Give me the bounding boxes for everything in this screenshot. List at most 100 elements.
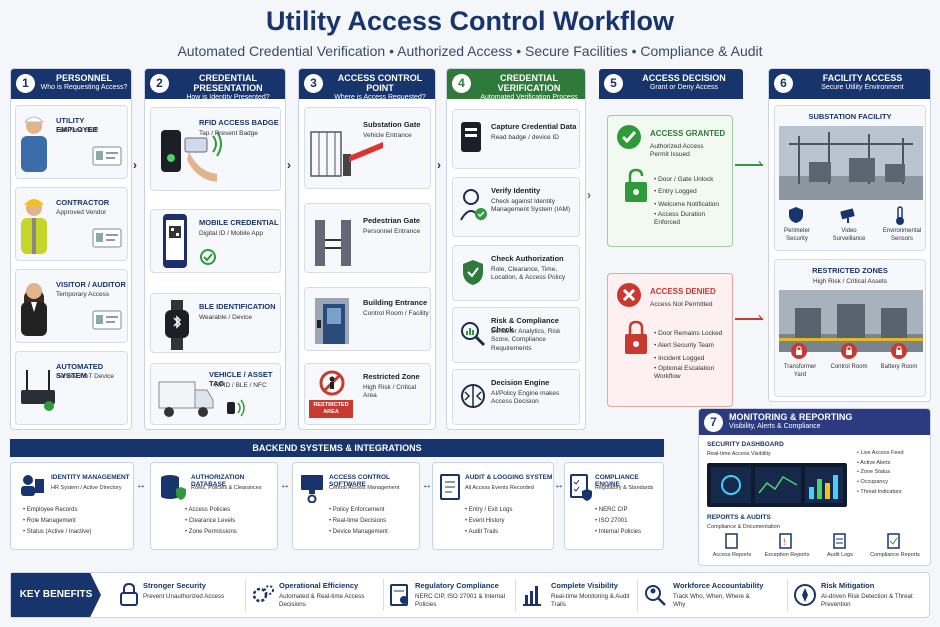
divider [383,579,384,611]
nfc-tag-icon [227,399,245,417]
step-number: 5 [604,74,623,93]
bidirectional-arrow-icon: ↔ [422,480,432,491]
verify-step-authorization: Check Authorization Role, Clearance, Tim… [452,245,580,301]
lock-icon [841,343,857,359]
backend-list: Policy Enforcement Real-time Decisions D… [329,505,388,537]
backend-subtitle: HR System / Active Directory [51,485,122,491]
backend-item: Internal Policies [595,527,641,538]
personnel-title: CONTRACTOR [56,198,110,207]
backend-item: Device Management [329,527,388,538]
flow-arrow-icon: › [133,158,137,172]
column-title: ACCESS CONTROL POINT [337,73,423,93]
restricted-title: RESTRICTED ZONES [812,266,888,275]
backend-title: IDENTITY MANAGEMENT [51,474,130,481]
lock-icon [791,343,807,359]
benefit-title: Workforce Accountability [673,581,764,590]
monitoring-title: MONITORING & REPORTING [729,412,853,422]
verify-subtitle: Role, Clearance, Time, Location, & Acces… [491,266,566,282]
report-label: Audit Logs [827,552,853,558]
verify-subtitle: Behavior Analytics, Risk Score, Complian… [491,328,561,352]
id-card-icon [92,310,122,330]
bidirectional-arrow-icon: ↔ [280,480,290,491]
backend-box-authorization: AUTHORIZATION DATABASE Roles, Policies &… [150,462,278,550]
step-number: 1 [16,74,35,93]
access-point-subtitle: Control Room / Facility [363,310,429,317]
rfid-reader-icon [161,130,222,182]
personnel-card-system: AUTOMATED SYSTEM Service / IoT Device [15,351,128,425]
verify-step-risk: Risk & Compliance Check Behavior Analyti… [452,307,580,363]
credential-subtitle: Tap / Present Badge [199,130,258,137]
vehicle-gate-icon [310,131,383,177]
personnel-card-employee: UTILITY EMPLOYEE Full-Time Staff [15,105,128,179]
verify-title: Decision Engine [491,378,550,387]
access-granted-panel: ACCESS GRANTED Authorized Access Permit … [607,115,733,247]
column-title: ACCESS DECISION [642,73,726,83]
exception-report-icon: ! [779,533,792,549]
monitoring-subtitle: Visibility, Alerts & Compliance [729,423,821,430]
id-card-icon [92,228,122,248]
denied-title: ACCESS DENIED [650,287,716,296]
compass-shield-icon [794,584,816,606]
backend-subtitle: All Access Events Recorded [465,485,534,491]
report-label: Exception Reports [764,552,810,558]
access-point-title: Substation Gate [363,120,421,129]
access-point-building: Building Entrance Control Room / Facilit… [304,287,431,351]
benefit-subtitle: Track Who, When, Where & Why [673,593,750,609]
backend-item: Access Policies [185,505,237,516]
dashboard-item: Occupancy [857,478,904,488]
truck-icon [158,381,214,417]
access-point-title: Restricted Zone [363,372,420,381]
x-circle-icon [617,283,641,307]
access-point-subtitle: Vehicle Entrance [363,132,412,139]
credential-subtitle: RFID / BLE / NFC [215,382,267,389]
analytics-magnifier-icon [461,322,486,347]
benefit-title: Complete Visibility [551,581,618,590]
column-title: FACILITY ACCESS [822,73,903,83]
checklist-shield-icon [570,474,592,501]
benefit-subtitle: Prevent Unauthorized Access [143,593,225,600]
padlock-icon [120,583,138,606]
granted-item: Door / Gate Unlock [654,174,724,186]
substation-image [779,126,923,200]
verify-step-capture: Capture Credential Data Read badge / dev… [452,109,580,169]
card-reader-icon [461,122,481,152]
contractor-avatar-icon [21,199,47,254]
facility-icon-label: Environmental Sensors [882,228,922,242]
backend-item: Policy Enforcement [329,505,388,516]
credential-subtitle: Wearable / Device [199,314,252,321]
access-point-title: Building Entrance [363,298,428,307]
denied-subtitle: Access Not Permitted [650,301,713,308]
backend-item: ISO 27001 [595,516,641,527]
denied-item: Incident Logged [654,353,724,365]
check-circle-icon [200,249,216,265]
denied-item: Alert Security Team [654,340,724,352]
dashboard-item: Zone Status [857,468,904,478]
backend-item: Zone Permissions [185,527,237,538]
benefit-title: Stronger Security [143,581,206,590]
backend-title: AUTHORIZATION DATABASE [191,474,245,488]
verify-title: Verify Identity [491,186,541,195]
granted-arrow [735,164,763,166]
report-label: Access Reports [712,552,752,558]
iot-router-icon [21,370,55,411]
substation-title: SUBSTATION FACILITY [808,112,892,121]
benefit-subtitle: Automated & Real-time Access Decisions [279,593,365,609]
benefit-subtitle: Real-time Monitoring & Audit Trails [551,593,630,609]
verify-subtitle: Check against Identity Management System… [491,198,571,214]
column-title: PERSONNEL [55,73,112,83]
column-subtitle: Where is Access Requested? [334,94,426,101]
key-benefits-label: KEY BENEFITS [11,573,101,617]
backend-title: AUDIT & LOGGING SYSTEM [465,474,553,481]
flow-arrow-icon: › [287,158,291,172]
column-subtitle: Secure Utility Environment [821,84,904,91]
denied-arrow [735,318,763,320]
step-number: 4 [452,74,471,93]
access-point-subtitle: Personnel Entrance [363,228,421,235]
backend-list: Access Policies Clearance Levels Zone Pe… [185,505,237,538]
